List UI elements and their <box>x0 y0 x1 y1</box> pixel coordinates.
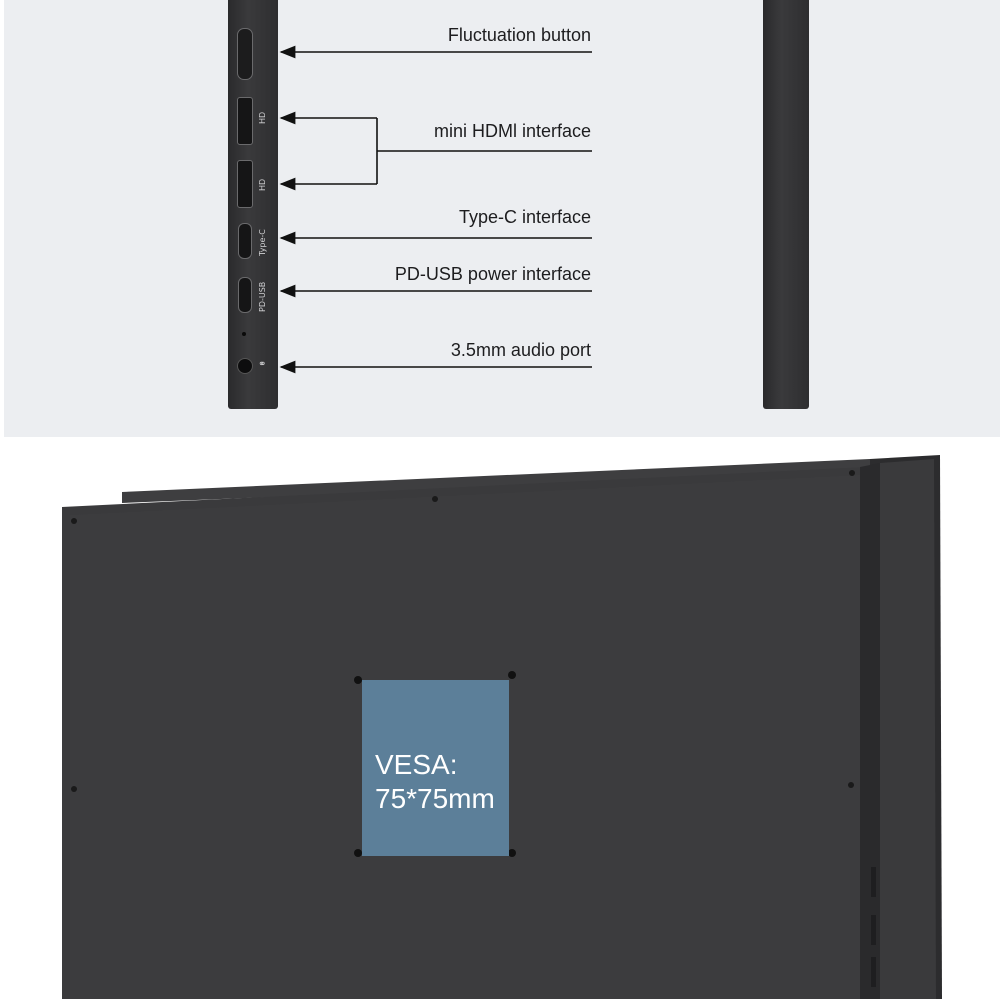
fluctuation-button-shape <box>237 28 253 80</box>
monitor-right-edge <box>763 0 809 409</box>
hdmi-port-1 <box>237 97 253 145</box>
audio-jack <box>237 358 253 374</box>
callout-type-c: Type-C interface <box>458 207 591 227</box>
indicator-hole <box>242 332 246 336</box>
callout-fluctuation-button: Fluctuation button <box>447 25 591 45</box>
vesa-line-2: 75*75mm <box>375 783 495 814</box>
headphone-icon: ⚭ <box>258 359 267 370</box>
type-c-port <box>238 223 252 259</box>
callout-arrows <box>279 45 592 374</box>
ports-diagram-panel <box>4 0 1000 437</box>
callout-pd-usb: PD-USB power interface <box>394 264 591 284</box>
vesa-label-text: VESA: 75*75mm <box>375 748 495 816</box>
pd-usb-port <box>238 277 252 313</box>
callout-audio-port: 3.5mm audio port <box>450 340 591 360</box>
vesa-label-box <box>362 680 509 856</box>
vesa-line-1: VESA: <box>375 749 458 780</box>
hdmi-port-2 <box>237 160 253 208</box>
monitor-side-edge <box>228 0 278 409</box>
callout-mini-hdmi: mini HDMl interface <box>433 121 591 141</box>
